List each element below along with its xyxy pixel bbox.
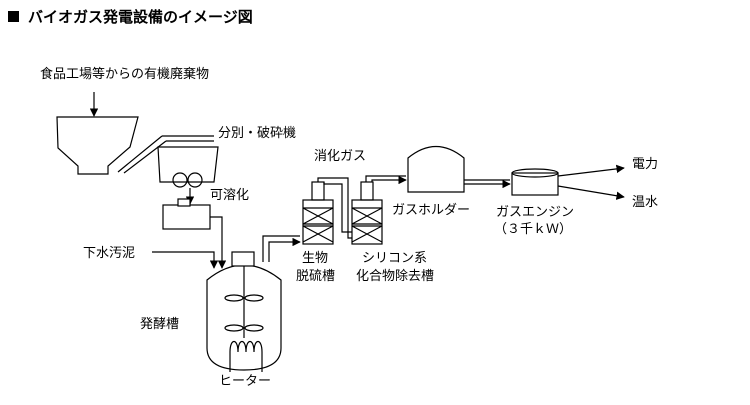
hopper (56, 116, 139, 175)
gas-pipe-3 (365, 175, 407, 185)
gas-holder-label: ガスホルダー (392, 203, 470, 218)
electricity-arrow (557, 164, 625, 177)
bio-desulfurization-label-2: 脱硫槽 (296, 269, 335, 284)
heater-label: ヒーター (219, 374, 271, 389)
bio-desulfurization-tank (302, 181, 334, 245)
digested-gas-label: 消化ガス (314, 149, 366, 164)
silicon-removal-label-2: 化合物除去槽 (356, 269, 434, 284)
crusher (157, 146, 219, 205)
electricity-label: 電力 (632, 157, 658, 172)
gas-holder (407, 146, 465, 193)
gas-engine-label-1: ガスエンジン (496, 205, 574, 220)
silicon-removal-tank (351, 181, 383, 245)
gas-engine (511, 168, 559, 196)
fermentation-tank-label: 発酵槽 (140, 317, 179, 332)
title-bullet-icon (8, 11, 19, 22)
waste-label: 食品工場等からの有機廃棄物 (40, 66, 209, 82)
fermentation-tank (206, 251, 282, 372)
gas-pipe-1 (262, 235, 301, 262)
solubilization-label: 可溶化 (210, 188, 249, 203)
solubilization-tank (162, 198, 227, 269)
gas-pipe-4 (464, 179, 511, 189)
gas-pipe-2 (317, 177, 352, 239)
silicon-removal-label-1: シリコン系 (362, 251, 427, 266)
conveyor (117, 135, 214, 174)
hot-water-label: 温水 (632, 195, 658, 210)
title-text: バイオガス発電設備のイメージ図 (28, 8, 253, 26)
sewage-sludge-line (152, 251, 219, 269)
crusher-label: 分別・破砕機 (218, 126, 296, 141)
diagram-title: バイオガス発電設備のイメージ図 (8, 6, 253, 27)
hot-water-arrow (557, 185, 625, 200)
sewage-sludge-label: 下水汚泥 (83, 246, 135, 261)
gas-engine-label-2: （３千ｋＷ） (494, 222, 572, 237)
bio-desulfurization-label-1: 生物 (302, 251, 328, 266)
